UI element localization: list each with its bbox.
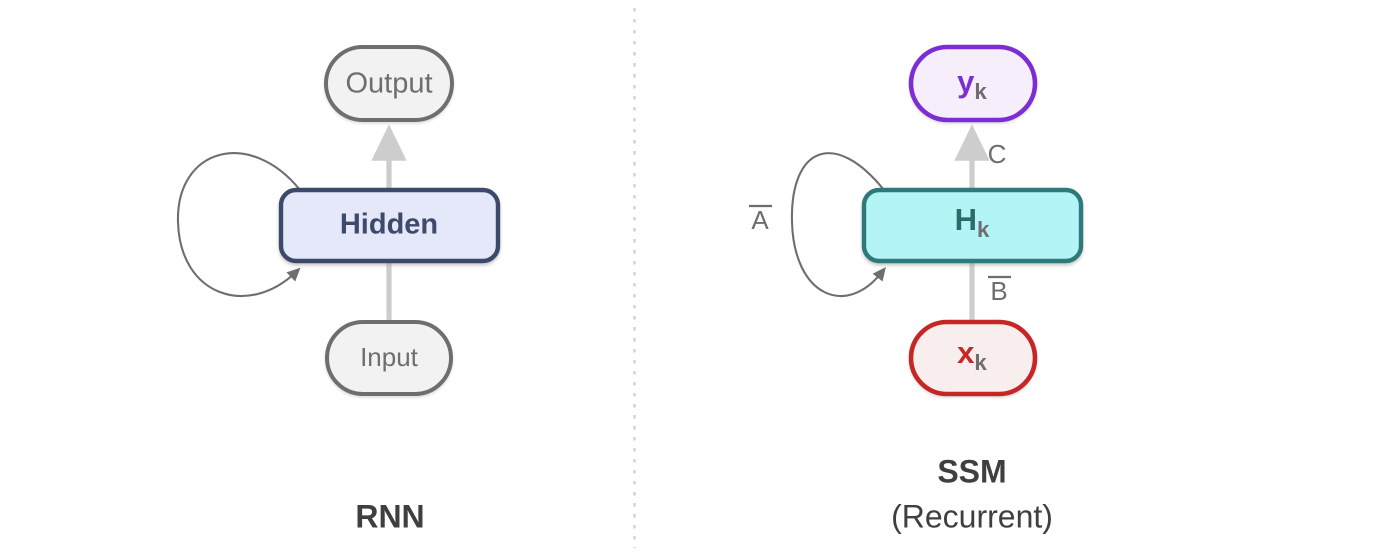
ssm-h-to-y-label: C: [988, 139, 1007, 169]
ssm-x-to-h-edge: B: [969, 262, 1011, 322]
ssm-y-label: yk: [957, 64, 987, 104]
rnn-hidden-label: Hidden: [340, 209, 438, 241]
ssm-y-node[interactable]: yk: [908, 44, 1038, 123]
ssm-self-loop-edge: A: [749, 152, 886, 298]
ssm-self-loop-label-group: A: [749, 205, 772, 235]
ssm-y-base: y: [957, 64, 975, 99]
ssm-y-subscript: k: [974, 79, 987, 104]
ssm-x-subscript: k: [974, 350, 987, 375]
panel-ssm: A C B yk: [749, 44, 1084, 534]
ssm-x-node[interactable]: xk: [908, 319, 1038, 397]
ssm-h-to-y-edge: C: [954, 124, 1007, 190]
ssm-x-label: xk: [957, 335, 987, 375]
rnn-caption: RNN: [355, 498, 424, 534]
ssm-x-base: x: [957, 335, 975, 370]
ssm-h-base: H: [955, 202, 977, 237]
ssm-caption-line1: SSM: [937, 453, 1006, 489]
rnn-output-label: Output: [345, 68, 432, 100]
panel-rnn: Output Hidden Input RNN: [176, 45, 501, 534]
rnn-hidden-node[interactable]: Hidden: [278, 187, 501, 264]
ssm-self-loop-label: A: [751, 205, 769, 235]
ssm-x-to-h-label: B: [990, 276, 1007, 306]
rnn-input-node[interactable]: Input: [325, 320, 453, 396]
ssm-h-label: Hk: [955, 202, 990, 242]
ssm-h-node[interactable]: Hk: [861, 187, 1084, 264]
ssm-caption-line2: (Recurrent): [891, 498, 1053, 534]
ssm-h-subscript: k: [977, 217, 990, 242]
rnn-input-label: Input: [360, 342, 419, 372]
ssm-x-to-h-label-group: B: [988, 276, 1011, 306]
rnn-self-loop-edge: [176, 152, 301, 297]
rnn-output-node[interactable]: Output: [324, 45, 454, 122]
